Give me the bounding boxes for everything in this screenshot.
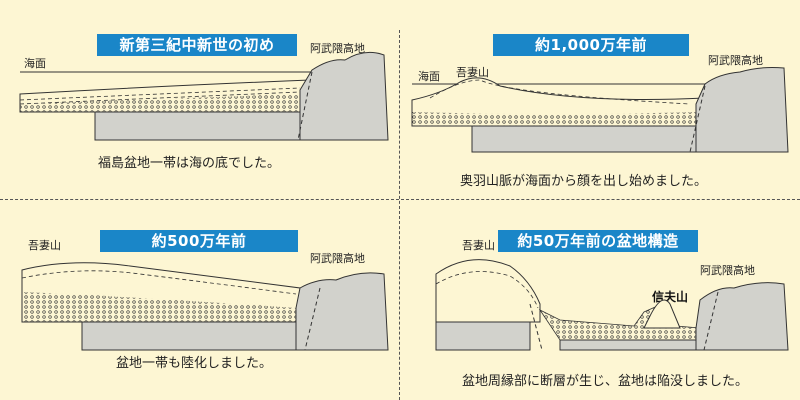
panel2-sea-label: 海面 xyxy=(418,70,440,83)
panel1-highland-label: 阿武隈高地 xyxy=(310,42,365,55)
conglomerate-layer xyxy=(20,94,300,112)
panel3-cross-section xyxy=(21,262,389,351)
vertical-divider xyxy=(399,30,400,400)
shinobu-peak xyxy=(643,299,681,329)
strata-line xyxy=(19,91,301,105)
panel4-highland-label: 阿武隈高地 xyxy=(700,264,755,277)
panel4-cross-section xyxy=(435,259,789,351)
panel4-title: 約50万年前の盆地構造 xyxy=(498,230,698,252)
panel4-mountain-label: 吾妻山 xyxy=(462,239,495,252)
basement-rock xyxy=(20,111,301,141)
fault-line xyxy=(529,303,543,351)
abukuma-highland xyxy=(695,67,789,153)
basement-rock-left xyxy=(435,321,531,351)
abukuma-highland xyxy=(295,272,389,351)
panel4-caption: 盆地周縁部に断層が生じ、盆地は陥没しました。 xyxy=(462,374,749,389)
panel1-sea-label: 海面 xyxy=(24,57,46,70)
panel1-title: 新第三紀中新世の初め xyxy=(97,34,297,56)
panel1-caption: 福島盆地一帯は海の底でした。 xyxy=(98,156,281,171)
strata-line xyxy=(19,87,301,101)
basement-rock-basin xyxy=(559,339,697,351)
horizontal-divider xyxy=(0,199,800,200)
abukuma-highland xyxy=(299,51,389,141)
mountain-sediment xyxy=(435,259,541,323)
panel2-cross-section xyxy=(411,67,789,153)
basement-rock xyxy=(412,125,697,153)
panel3-title: 約500万年前 xyxy=(100,230,298,252)
fault-line xyxy=(297,71,313,141)
panel1-cross-section xyxy=(19,51,389,141)
fault-line xyxy=(689,85,706,153)
strata-line xyxy=(435,271,539,309)
panel2-highland-label: 阿武隈高地 xyxy=(708,54,763,67)
strata-line xyxy=(21,270,297,295)
conglomerate-layer xyxy=(412,112,700,126)
panel2-mountain-label: 吾妻山 xyxy=(456,66,489,79)
conglomerate-layer xyxy=(22,292,296,322)
fault-line xyxy=(304,287,321,351)
panel2-caption: 奥羽山脈が海面から顔を出し始めました。 xyxy=(460,174,708,189)
panel3-mountain-label: 吾妻山 xyxy=(28,239,61,252)
strata-line xyxy=(429,79,691,105)
fault-line xyxy=(703,291,719,351)
abukuma-highland xyxy=(695,282,789,351)
basement-rock xyxy=(22,321,297,351)
panel3-caption: 盆地一帯も陸化しました。 xyxy=(116,356,273,371)
panel2-title: 約1,000万年前 xyxy=(493,34,689,56)
panel3-highland-label: 阿武隈高地 xyxy=(310,252,365,265)
